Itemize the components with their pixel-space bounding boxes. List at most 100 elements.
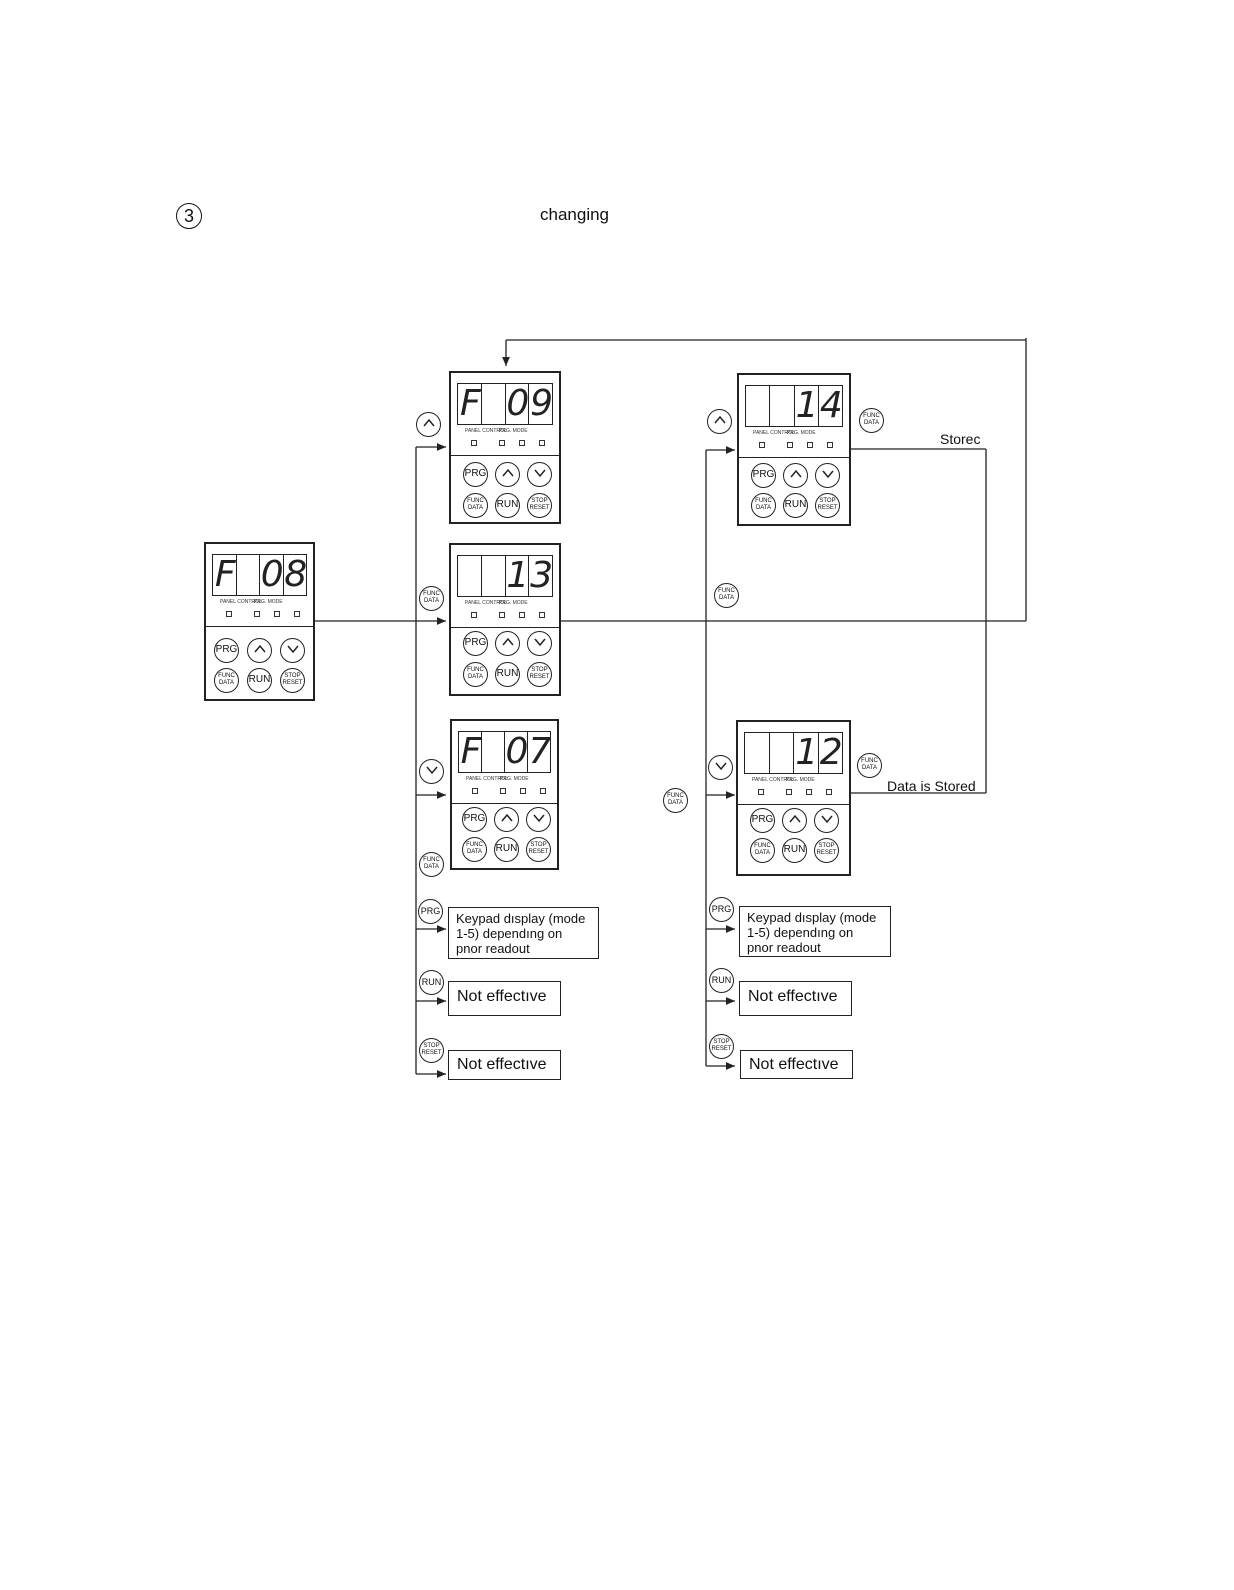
digit: 9 <box>530 383 553 424</box>
up-button[interactable] <box>495 462 520 487</box>
not-effective-box: Not effectıve <box>448 981 561 1016</box>
digit: F <box>459 732 482 772</box>
run-button[interactable]: RUN <box>783 493 808 518</box>
run-button[interactable]: RUN <box>494 837 519 862</box>
chevron-down-icon <box>714 762 727 771</box>
up-key-symbol <box>707 409 732 434</box>
led-display: 1 3 <box>457 555 553 597</box>
led-display: 1 4 <box>745 385 843 427</box>
down-key-symbol <box>708 755 733 780</box>
run-button[interactable]: RUN <box>247 668 272 693</box>
prg-mode-label: PRG. MODE <box>500 776 529 782</box>
not-effective-box: Not effectıve <box>739 981 852 1016</box>
run-button[interactable]: RUN <box>495 662 520 687</box>
digit <box>770 386 795 426</box>
up-button[interactable] <box>783 463 808 488</box>
prg-button[interactable]: PRG <box>463 631 488 656</box>
panel-control-label: PANEL CONTROL <box>465 600 507 606</box>
down-button[interactable] <box>814 808 839 833</box>
indicator-row: PANEL CONTROL PRG. MODE <box>746 777 843 795</box>
stored-label-bottom: Data is Stored <box>887 778 976 794</box>
chevron-up-icon <box>500 813 513 822</box>
digit: 1 <box>794 733 819 773</box>
led-display: F 0 9 <box>457 383 553 425</box>
not-effective-box: Not effectıve <box>448 1050 561 1080</box>
run-button[interactable]: RUN <box>782 838 807 863</box>
digit: 0 <box>505 731 528 772</box>
chevron-down-icon <box>820 815 833 824</box>
chevron-up-icon <box>789 469 802 478</box>
step-number: 3 <box>176 203 202 229</box>
led-display: 1 2 <box>744 732 843 774</box>
up-button[interactable] <box>782 808 807 833</box>
digit: 3 <box>530 555 553 596</box>
digit: 0 <box>506 383 529 424</box>
down-key-symbol <box>419 759 444 784</box>
chevron-up-icon <box>713 415 726 424</box>
prg-mode-label: PRG. MODE <box>786 777 815 783</box>
prg-mode-label: PRG. MODE <box>499 600 528 606</box>
prg-button[interactable]: PRG <box>751 463 776 488</box>
prg-button[interactable]: PRG <box>214 638 239 663</box>
digit <box>482 384 506 424</box>
keypad-display-box: Keypad dısplay (mode 1-5) dependıng on p… <box>739 906 891 957</box>
up-button[interactable] <box>247 638 272 663</box>
not-effective-box: Not effectıve <box>740 1050 853 1079</box>
up-button[interactable] <box>494 807 519 832</box>
run-key-symbol: RUN <box>709 968 734 993</box>
prg-button[interactable]: PRG <box>462 807 487 832</box>
prg-mode-label: PRG. MODE <box>254 599 283 605</box>
up-key-symbol <box>416 412 441 437</box>
down-button[interactable] <box>280 638 305 663</box>
run-button[interactable]: RUN <box>495 493 520 518</box>
prg-button[interactable]: PRG <box>463 462 488 487</box>
led-display: F 0 7 <box>458 731 551 773</box>
chevron-down-icon <box>532 814 545 823</box>
down-button[interactable] <box>526 807 551 832</box>
digit: 2 <box>819 732 843 773</box>
prg-key-symbol: PRG <box>709 897 734 922</box>
prg-button[interactable]: PRG <box>750 808 775 833</box>
digit <box>458 556 482 596</box>
down-button[interactable] <box>815 463 840 488</box>
chevron-up-icon <box>788 814 801 823</box>
up-button[interactable] <box>495 631 520 656</box>
chevron-up-icon <box>501 468 514 477</box>
chevron-down-icon <box>533 638 546 647</box>
panel-control-label: PANEL CONTROL <box>466 776 508 782</box>
digit: 1 <box>795 386 819 426</box>
digit: 4 <box>819 385 843 426</box>
chevron-down-icon <box>286 645 299 654</box>
indicator-row: PANEL CONTROL PRG. MODE <box>459 600 553 618</box>
down-button[interactable] <box>527 631 552 656</box>
panel-control-label: PANEL CONTROL <box>752 777 794 783</box>
down-button[interactable] <box>527 462 552 487</box>
chevron-down-icon <box>821 470 834 479</box>
prg-key-symbol: PRG <box>418 899 443 924</box>
panel-control-label: PANEL CONTROL <box>220 599 262 605</box>
chevron-up-icon <box>253 644 266 653</box>
prg-mode-label: PRG. MODE <box>787 430 816 436</box>
chevron-down-icon <box>425 766 438 775</box>
indicator-row: PANEL CONTROL PRG. MODE <box>460 776 551 794</box>
